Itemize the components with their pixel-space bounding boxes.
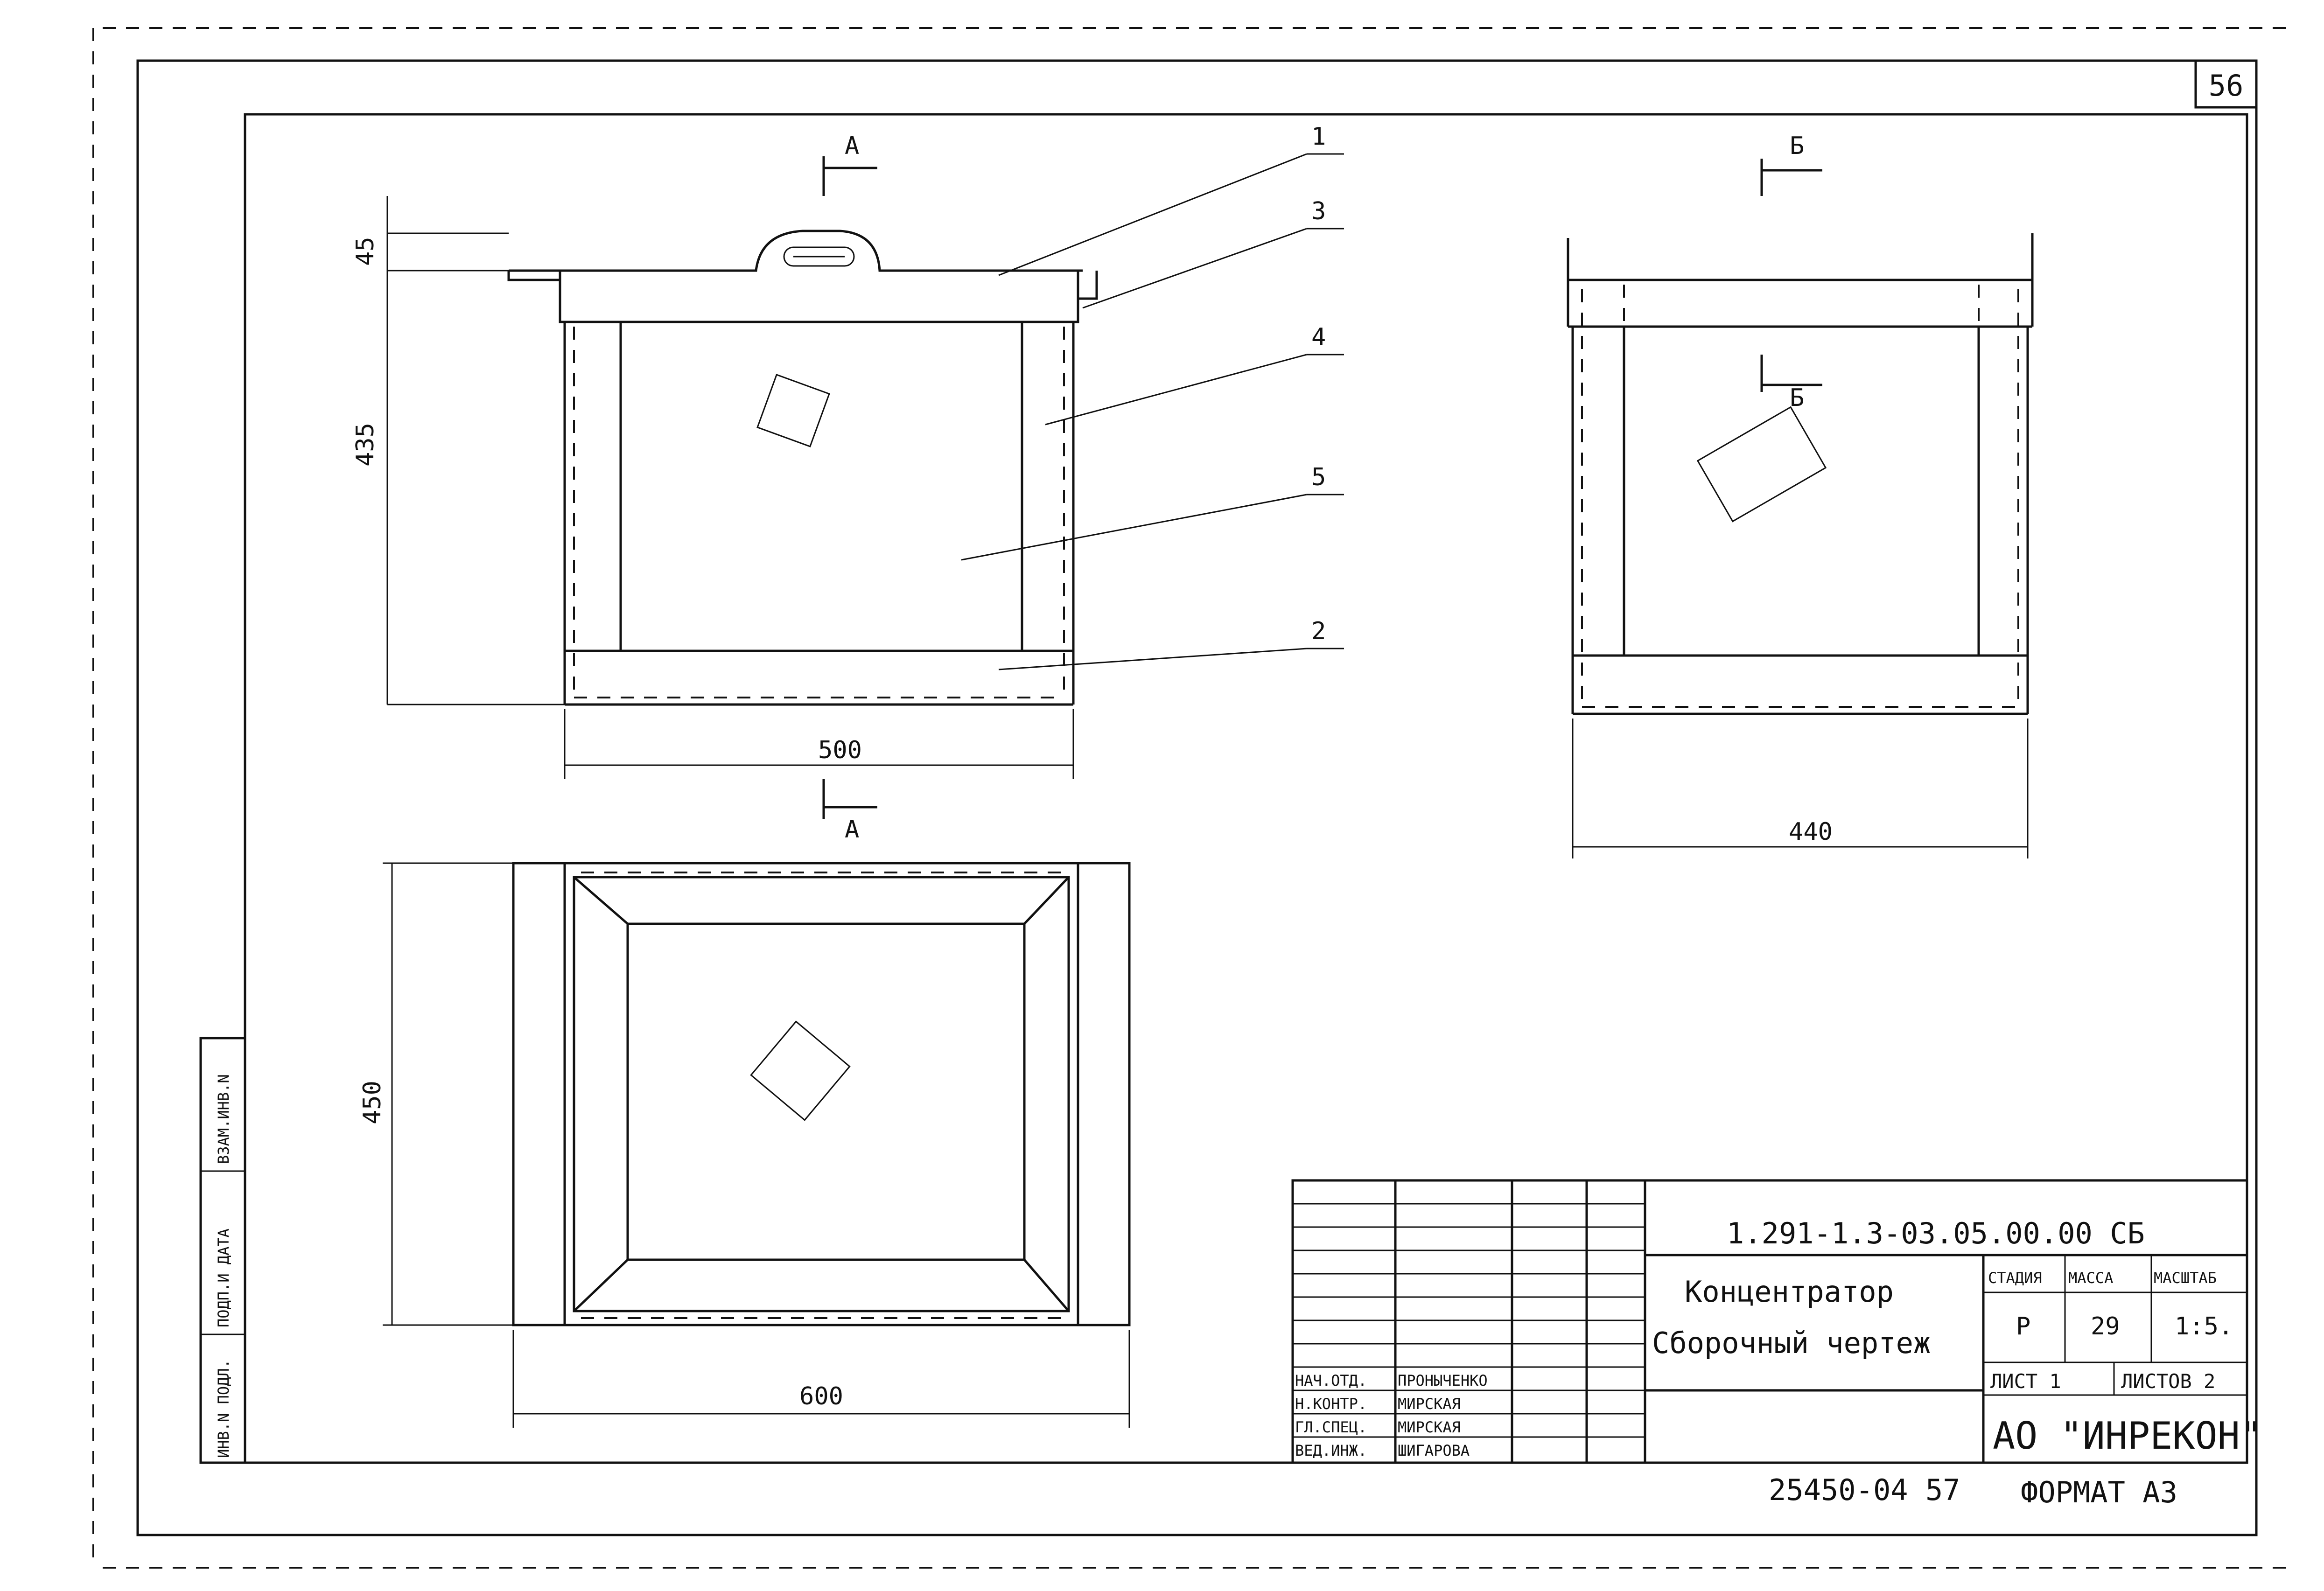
stage-header: СТАДИЯ [1988,1269,2042,1287]
sig-name-3: ШИГАРОВА [1398,1442,1470,1459]
dim-435: 435 [351,423,379,467]
scale-header: МАСШТАБ [2154,1269,2217,1287]
side-stamp-inv: ИНВ.N ПОДЛ. [215,1359,232,1458]
sig-name-2: МИРСКАЯ [1398,1418,1461,1436]
drawing-code: 1.291-1.3-03.05.00.00 СБ [1727,1216,2145,1250]
side-dimensions: 440 [1572,719,2029,858]
sig-role-3: ВЕД.ИНЖ. [1295,1442,1367,1459]
svg-text:А: А [845,132,859,160]
callout-4: 4 [1311,323,1326,351]
plan-dimensions: 450 600 [358,862,1130,1428]
bottom-number: 25450-04 57 [1769,1473,1960,1507]
dim-500: 500 [818,736,862,764]
organization: АО "ИНРЕКОН" [1993,1414,2262,1458]
callout-2: 2 [1311,617,1326,645]
svg-text:Б: Б [1790,132,1804,160]
section-mark-b-top: Б [1760,132,1822,196]
side-stamp: ИНВ.N ПОДЛ. ПОДП.И ДАТА ВЗАМ.ИНВ.N [199,1037,246,1464]
mass-header: МАССА [2068,1269,2113,1287]
section-mark-a-bottom: А [822,779,877,844]
front-view [507,230,1098,706]
plan-view [512,862,1131,1326]
front-dimensions: 45 435 500 [351,196,1074,779]
sig-role-1: Н.КОНТР. [1295,1395,1367,1413]
dim-45: 45 [351,237,379,266]
svg-text:А: А [845,816,859,844]
svg-text:Б: Б [1790,384,1804,412]
sheet-number: 56 [2209,69,2244,103]
outer-frame [136,59,2258,1536]
callout-1: 1 [1311,123,1326,151]
format-label: ФОРМАТ А3 [2021,1475,2177,1509]
stage-value: Р [2016,1312,2030,1340]
callout-5: 5 [1311,463,1326,491]
title-line2: Сборочный чертеж [1652,1326,1931,1360]
sig-name-0: ПРОНЫЧЕНКО [1398,1372,1488,1389]
inner-frame [244,113,2248,1464]
callout-3: 3 [1311,197,1326,225]
scale-value: 1:5. [2175,1312,2233,1340]
dim-600: 600 [799,1382,843,1410]
sheet-number-box [2194,59,2258,109]
title-block: НАЧ.ОТД. ПРОНЫЧЕНКО Н.КОНТР. МИРСКАЯ ГЛ.… [1291,1179,2262,1464]
mass-value: 29 [2091,1312,2120,1340]
sheets-label: ЛИСТОВ 2 [2121,1370,2215,1393]
side-view [1567,233,2034,715]
sheet-label: ЛИСТ 1 [1990,1370,2061,1393]
dim-440: 440 [1789,818,1833,846]
dim-450: 450 [358,1081,386,1124]
section-mark-b-mid: Б [1760,355,1822,412]
section-mark-a-top: А [822,132,877,196]
sig-name-1: МИРСКАЯ [1398,1395,1461,1413]
callouts: 1 3 4 5 2 [961,123,1344,670]
sig-role-2: ГЛ.СПЕЦ. [1295,1418,1367,1436]
side-stamp-sign: ПОДП.И ДАТА [215,1228,232,1327]
title-line1: Концентратор [1685,1275,1894,1309]
side-stamp-vzam: ВЗАМ.ИНВ.N [215,1074,232,1164]
sig-role-0: НАЧ.ОТД. [1295,1372,1367,1389]
